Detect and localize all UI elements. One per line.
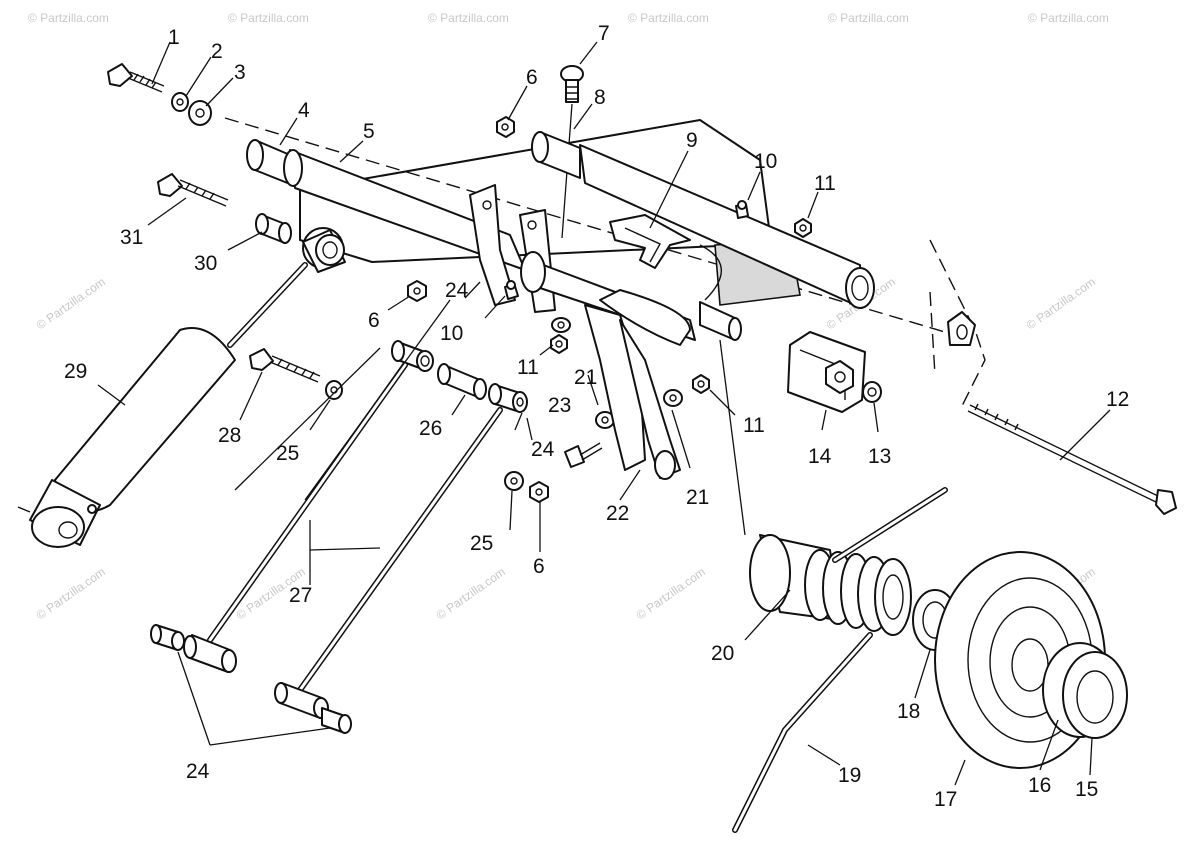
washer-link: [325, 380, 343, 400]
callout-16: 16: [1028, 774, 1051, 797]
callout-11: 11: [743, 414, 765, 437]
callout-4: 4: [298, 99, 310, 122]
front-bolt: [107, 63, 165, 93]
small-bolt: [564, 442, 603, 468]
watermark: © Partzilla.com: [628, 11, 709, 25]
callout-19: 19: [838, 764, 861, 787]
shock-bolt: [157, 173, 229, 207]
callout-24: 24: [445, 279, 469, 302]
callout-17: 17: [934, 788, 957, 811]
callout-10: 10: [754, 150, 777, 173]
watermark: © Partzilla.com: [34, 565, 108, 623]
callout-20: 20: [711, 642, 734, 665]
callout-23: 23: [548, 394, 571, 417]
callout-27: 27: [289, 584, 312, 607]
rear-bracket: [947, 311, 976, 346]
callout-9: 9: [686, 129, 698, 152]
shock-absorber: [17, 227, 346, 548]
washer-lower: [504, 471, 524, 491]
callout-11: 11: [814, 172, 836, 195]
long-axle-bolt: [967, 403, 1177, 515]
carriage-bolt: [560, 65, 584, 103]
callout-11: 11: [517, 356, 539, 379]
callout-28: 28: [218, 424, 241, 447]
callout-31: 31: [120, 226, 143, 249]
spring-bracket: [609, 214, 691, 269]
callout-18: 18: [897, 700, 920, 723]
callout-21: 21: [574, 366, 597, 389]
nut-center: [550, 334, 568, 354]
link-bolt: [249, 348, 321, 383]
wheel-hub: [1042, 642, 1128, 739]
nut-mid: [407, 280, 427, 302]
link-rods: [207, 362, 503, 693]
watermark: © Partzilla.com: [428, 11, 509, 25]
rod-end-left: [183, 634, 237, 673]
rear-axle-tube: [531, 131, 875, 309]
lower-bushing: [488, 383, 528, 413]
callout-5: 5: [363, 120, 375, 143]
callout-15: 15: [1075, 778, 1098, 801]
callout-25: 25: [470, 532, 493, 555]
callout-3: 3: [234, 61, 246, 84]
callout-29: 29: [64, 360, 87, 383]
leader-lines: [97, 41, 1111, 786]
callout-21: 21: [686, 486, 709, 509]
callout-1: 1: [168, 26, 180, 49]
middle-bushing: [437, 363, 487, 400]
callout-30: 30: [194, 252, 217, 275]
watermark: © Partzilla.com: [228, 11, 309, 25]
flat-washer: [188, 100, 212, 126]
callout-25: 25: [276, 442, 299, 465]
lock-washer: [171, 92, 189, 112]
end-bushing-right: [321, 707, 352, 734]
grease-fitting-lower: [504, 280, 519, 300]
callout-22: 22: [606, 502, 629, 525]
spring-housing: [719, 339, 912, 636]
watermark: © Partzilla.com: [1028, 11, 1109, 25]
arm-plate: [584, 304, 681, 480]
callout-2: 2: [211, 40, 223, 63]
watermark: © Partzilla.com: [828, 11, 909, 25]
pivot-arm: [469, 184, 742, 346]
callout-7: 7: [598, 22, 610, 45]
callout-14: 14: [808, 445, 832, 468]
washer-right: [663, 389, 683, 407]
callout-24: 24: [186, 760, 210, 783]
callout-8: 8: [594, 86, 606, 109]
callout-10: 10: [440, 322, 463, 345]
callout-labels: 1 2 3 4 5 6 7 8 9 10 11 31 30 6 24 10 11…: [64, 22, 1129, 811]
nut-upper-right: [794, 218, 812, 238]
watermark: © Partzilla.com: [1024, 275, 1098, 333]
nut-top: [496, 116, 515, 138]
callout-12: 12: [1106, 388, 1129, 411]
callout-13: 13: [868, 445, 891, 468]
callout-6: 6: [533, 555, 545, 578]
watermark: © Partzilla.com: [434, 565, 508, 623]
nut-right: [692, 374, 710, 394]
watermark: © Partzilla.com: [634, 565, 708, 623]
watermark: © Partzilla.com: [28, 11, 109, 25]
callout-26: 26: [419, 417, 442, 440]
end-bushing-left: [150, 624, 185, 651]
clamp-block: [787, 331, 866, 413]
spring-arm: [732, 487, 948, 833]
washer-center: [551, 317, 571, 333]
washer-clamp: [862, 381, 882, 403]
callout-24: 24: [531, 438, 555, 461]
upper-bushing: [391, 340, 434, 372]
watermark: © Partzilla.com: [34, 275, 108, 333]
shock-bushing: [255, 213, 292, 244]
grease-fitting-upper: [735, 200, 749, 219]
nut-lower: [529, 481, 549, 503]
callout-6: 6: [526, 66, 538, 89]
callout-6: 6: [368, 309, 380, 332]
